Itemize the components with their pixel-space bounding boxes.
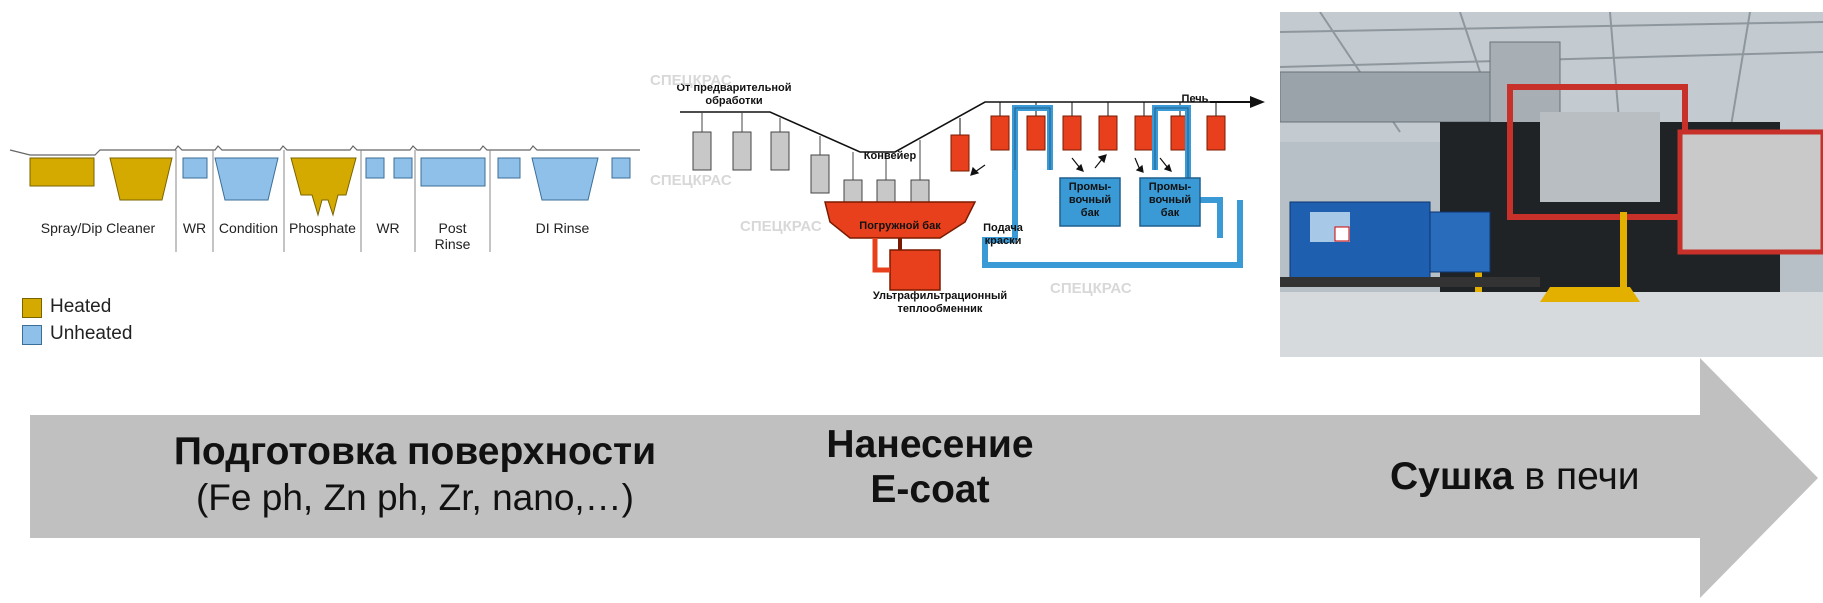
label-from-pretreatment-1: От предварительной: [676, 82, 792, 94]
rinse-tank-1: [1059, 177, 1121, 227]
label-ultrafiltration-2: теплообменник: [897, 303, 983, 315]
tank-wr-1: [182, 157, 208, 179]
stage-label-condition: Condition: [218, 220, 279, 236]
stage-label-wr-1: WR: [182, 220, 207, 236]
stage-label-di-rinse: DI Rinse: [535, 220, 590, 236]
label-rinse-tank-2-c: бак: [1160, 207, 1180, 219]
label-rinse-tank-2-b: вочный: [1148, 194, 1192, 206]
step-oven-drying: Сушка в печи: [1390, 455, 1640, 499]
red-parts: [950, 102, 1226, 172]
step-surface-prep-title: Подготовка поверхности: [173, 430, 657, 473]
legend-label-heated: Heated: [50, 296, 112, 317]
step-oven-drying-bold: Сушка: [1390, 455, 1514, 498]
stage-label-wr-2: WR: [376, 220, 400, 236]
step-ecoat-line1: Нанесение: [826, 423, 1034, 466]
stage-label-phosphate: Phosphate: [289, 220, 356, 236]
tank-di-rinse-a: [497, 157, 521, 179]
oven-arrow-head: [1250, 96, 1265, 108]
step-surface-prep-subtitle: (Fe ph, Zn ph, Zr, nano,…): [195, 477, 635, 518]
legend-swatch-heated: [22, 298, 42, 318]
label-rinse-tank-1-b: вочный: [1068, 194, 1112, 206]
rinse-piping-outline: [1014, 107, 1189, 200]
tank-di-rinse-b: [531, 157, 599, 201]
label-conveyor: Конвейер: [863, 150, 917, 162]
watermark: СПЕЦКРАС: [650, 72, 732, 89]
tank-phosphate: [290, 157, 357, 217]
stage-label-post-rinse-1: Post: [438, 220, 467, 236]
tank-spray-cleaner-b: [109, 157, 173, 201]
pretreatment-diagram: [9, 145, 640, 252]
label-rinse-tank-1-c: бак: [1080, 207, 1100, 219]
legend: Heated Unheated: [20, 295, 160, 353]
process-arrow-shape: [30, 358, 1818, 598]
legend-swatch-unheated: [22, 325, 42, 345]
tank-di-rinse-c: [611, 157, 631, 179]
oven-photo-illustration: [1280, 12, 1823, 357]
label-oven: Печь: [1181, 93, 1209, 105]
stage-label-spray-cleaner: Spray/Dip Cleaner: [40, 220, 156, 236]
ecoat-conveyor-rail: [680, 101, 1260, 153]
watermark: СПЕЦКРАС: [740, 218, 822, 235]
pipe-uf-to-tank: [872, 238, 890, 273]
label-paint-supply-2: краски: [984, 235, 1022, 247]
flow-arrows: [970, 154, 1172, 176]
tank-wr-2b: [393, 157, 413, 179]
ultrafilter-unit: [889, 249, 941, 291]
label-paint-supply-1: Подача: [983, 222, 1023, 234]
label-from-pretreatment-2: обработки: [705, 95, 763, 107]
watermark: СПЕЦКРАС: [1050, 280, 1132, 297]
pretreatment-conveyor-line: [9, 145, 640, 156]
rinse-tank-2: [1139, 177, 1201, 227]
ecoat-diagram: [680, 96, 1265, 291]
dip-tank: [824, 201, 977, 239]
watermark: СПЕЦКРАС: [650, 172, 732, 189]
label-dip-tank: Погружной бак: [859, 220, 941, 232]
step-ecoat-line2: E-coat: [870, 468, 990, 511]
label-ultrafiltration-1: Ультрафильтрационный: [872, 290, 1008, 302]
oven-photo: [1280, 12, 1823, 357]
tank-post-rinse: [420, 157, 486, 187]
step-oven-drying-rest: в печи: [1524, 455, 1640, 498]
label-rinse-tank-2-a: Промы-: [1148, 181, 1192, 193]
label-rinse-tank-1-a: Промы-: [1068, 181, 1112, 193]
stage-label-post-rinse-2: Rinse: [434, 236, 471, 252]
tank-condition: [214, 157, 279, 201]
tank-spray-cleaner-a: [29, 157, 95, 187]
legend-label-unheated: Unheated: [50, 323, 133, 344]
tank-wr-2a: [365, 157, 385, 179]
